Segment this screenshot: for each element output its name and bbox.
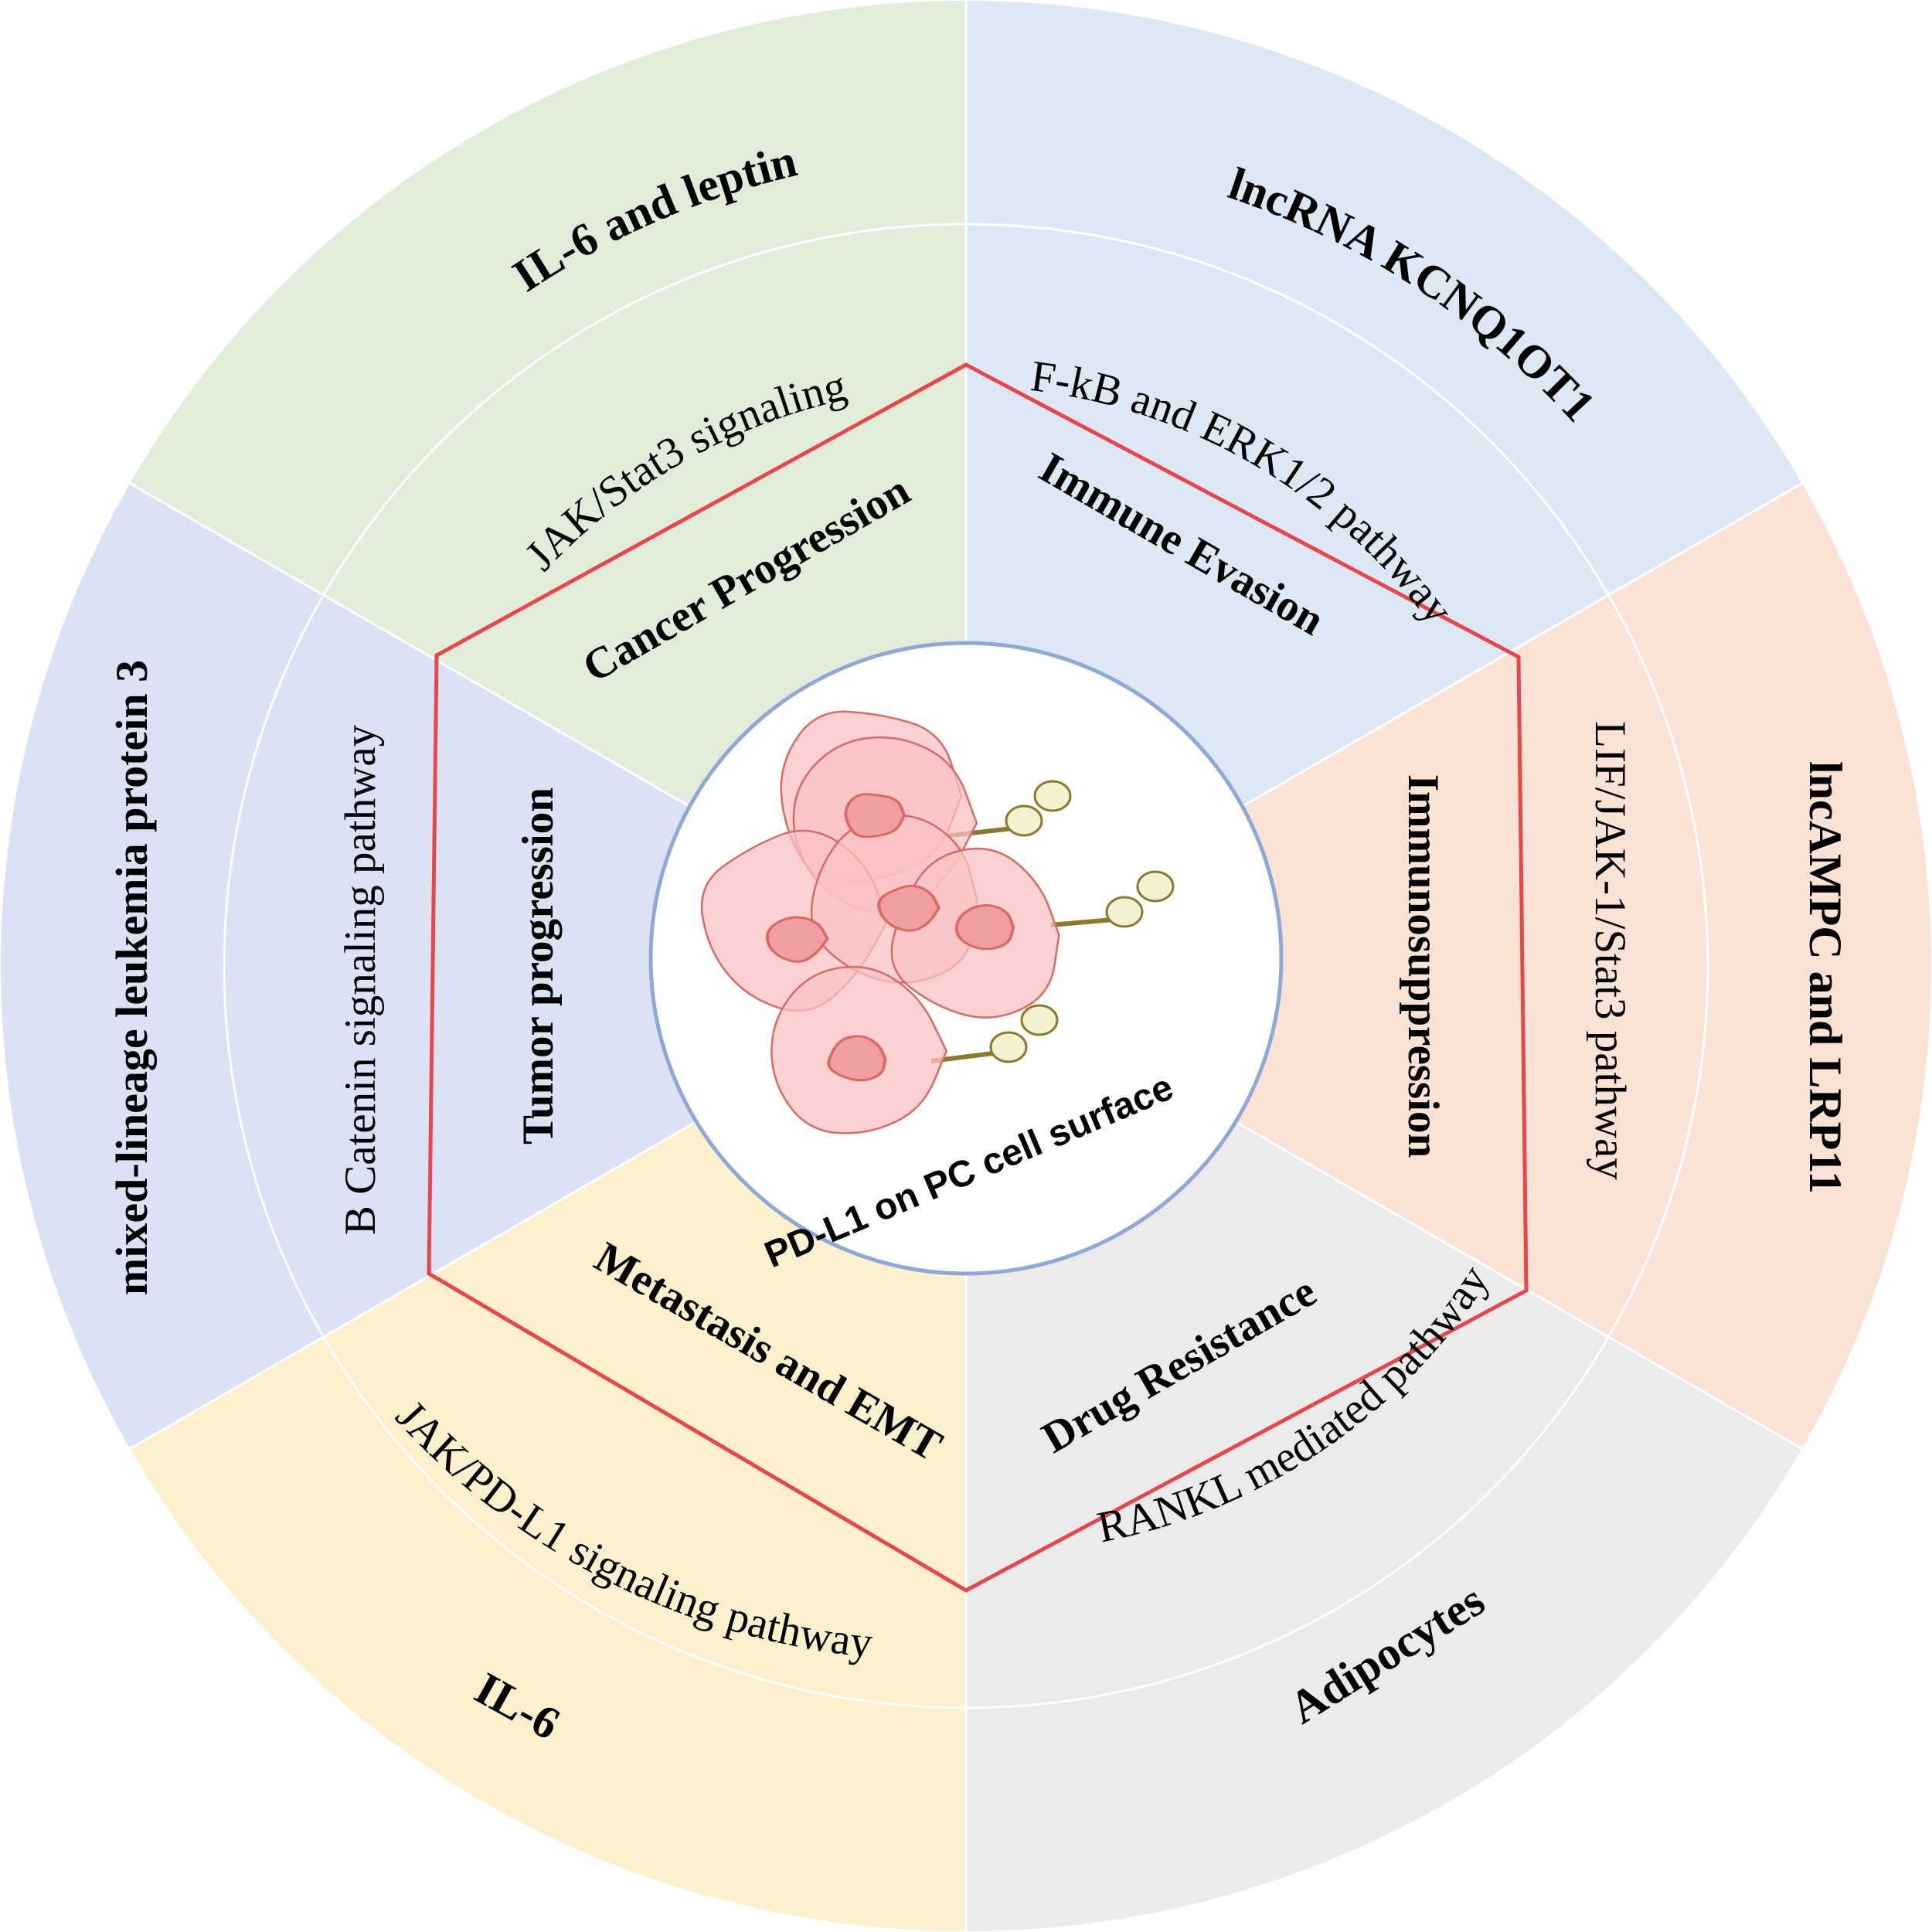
sector-immunosuppression-inner-label: Immunosuppression — [1399, 774, 1447, 1158]
sector-tumor-inner-label: Tumor progression — [514, 787, 563, 1145]
pdl1-receptor-ball — [1136, 870, 1175, 903]
cell-nucleus — [765, 916, 829, 963]
pdl1-receptor-ball — [1033, 780, 1072, 812]
cancer-cell-cluster-icon — [700, 710, 1175, 1134]
sector-tumor-progression — [0, 483, 966, 1449]
sector-immunosuppression — [966, 483, 1932, 1449]
pdl1-receptor-ball — [1020, 1004, 1059, 1036]
pdl1-receptor-ball — [1005, 804, 1043, 837]
cell-nucleus — [827, 1035, 887, 1082]
sector-metastasis-emt — [129, 966, 966, 1932]
sector-immunosuppression-outer-label: lncAMPC and LRP11 — [1800, 761, 1851, 1194]
center-circle: PD-L1 on PC cell surface — [648, 641, 1284, 1276]
cell-nucleus — [877, 884, 940, 932]
sector-tumor-outer-label: mixed-lineage leukemia protein 3 — [107, 660, 157, 1295]
pdl1-receptor-stem — [1050, 917, 1114, 927]
pdl1-receptor-ball — [1105, 896, 1144, 928]
sector-immunosuppression-middle-label: LIF/JAK-1/Stat3 pathway — [1586, 721, 1634, 1180]
cell-nucleus — [844, 793, 906, 838]
sector-drug-resistance — [966, 966, 1803, 1932]
middle-ring-divider — [223, 223, 1709, 1709]
pdl1-receptor-ball — [989, 1031, 1028, 1063]
sector-tumor-middle-label: B Catenin signaling pathway — [336, 724, 385, 1235]
inner-hexagon — [427, 362, 1529, 1593]
cell-nucleus — [954, 903, 1015, 951]
